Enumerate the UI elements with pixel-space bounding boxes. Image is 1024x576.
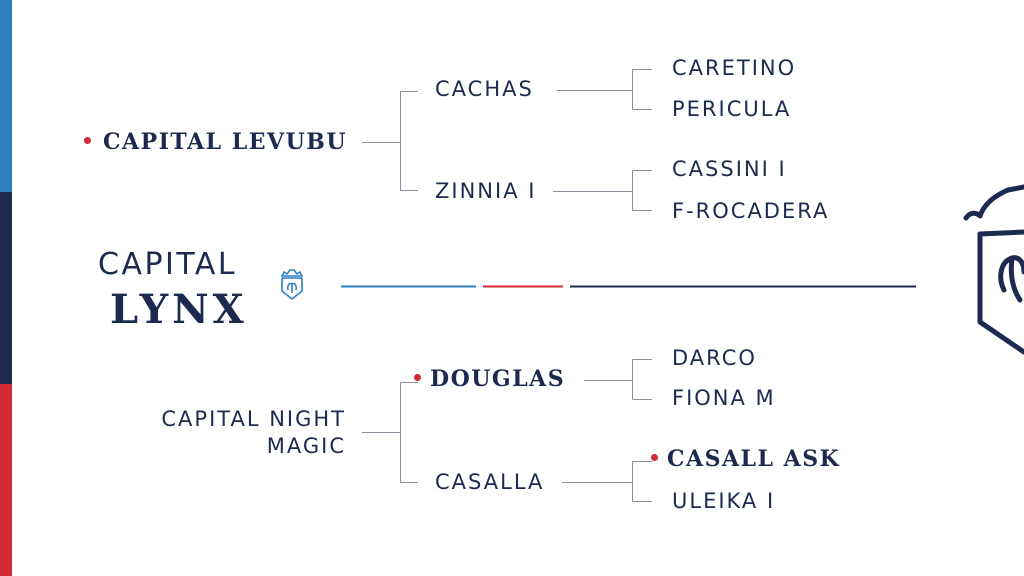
gen3-name: FIONA M [672, 386, 776, 410]
gen3-name: DARCO [672, 346, 757, 370]
brand-stripe-blue [0, 0, 12, 192]
gen3-name: F-ROCADERA [672, 199, 830, 223]
sire-name: CAPITAL LEVUBU [84, 129, 347, 155]
highlight-dot [414, 373, 421, 381]
gen3-name: PERICULA [672, 97, 792, 121]
horse-name-line1: CAPITAL [98, 247, 238, 282]
gen3-name: CASALL ASK [651, 446, 840, 472]
dam-sire-name: DOUGLAS [414, 366, 565, 392]
brand-stripe-navy [0, 192, 12, 384]
gen3-name: CASSINI I [672, 157, 787, 181]
sire-sire-name: CACHAS [435, 77, 534, 101]
highlight-dot [84, 136, 91, 144]
highlight-dot [651, 453, 658, 461]
brand-stripe-red [0, 384, 12, 576]
gen3-name: CARETINO [672, 56, 797, 80]
sire-dam-name: ZINNIA I [435, 179, 537, 203]
shield-crest-icon [963, 184, 1024, 355]
horse-name-line2: LYNX [110, 286, 248, 333]
dam-dam-name: CASALLA [435, 470, 545, 494]
gen3-name: ULEIKA I [672, 489, 776, 513]
dam-name: CAPITAL NIGHT MAGIC [161, 407, 346, 458]
shield-crest-icon [281, 269, 303, 300]
